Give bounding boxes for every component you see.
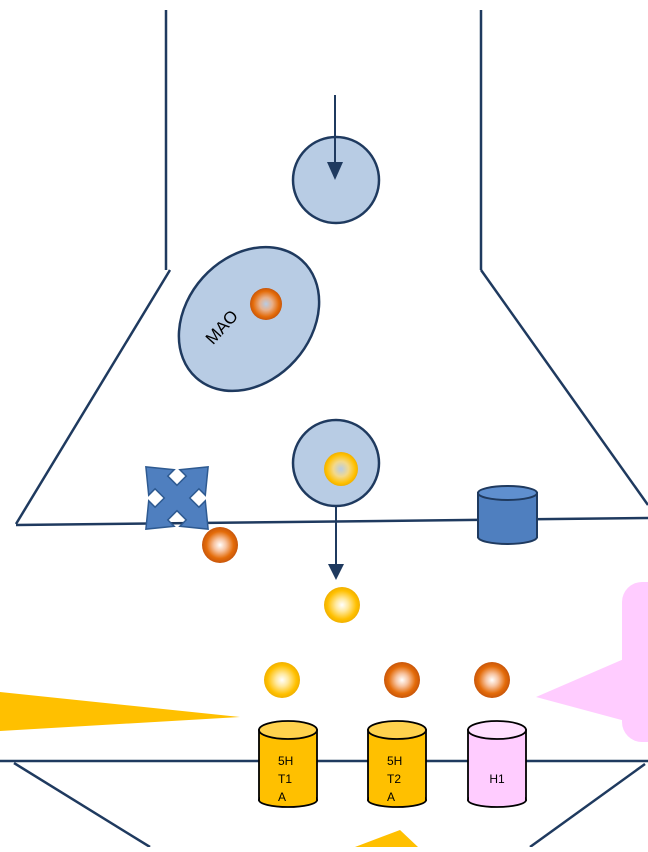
- receptor-5ht2a-label-line1: 5H: [387, 754, 402, 768]
- yellow-callout-wedge: [0, 692, 240, 731]
- vesicle-lower: [291, 418, 381, 580]
- receptor-5ht1a-label-line2: T1: [278, 772, 292, 786]
- mao-enzyme: MAO: [177, 245, 321, 393]
- release-arrow-head: [328, 564, 344, 580]
- receptor-5ht1a-label-line3: A: [278, 790, 286, 804]
- receptor-5ht2a-label-line2: T2: [387, 772, 401, 786]
- yellow-callout-bottom: [355, 830, 418, 847]
- molecule-reuptake-orange: [202, 527, 238, 563]
- molecule-orange-bound-5ht2a: [384, 662, 420, 698]
- synthesis-arrow-head: [327, 162, 343, 180]
- pink-callout: [536, 582, 648, 742]
- receptor-5ht2a-label-line3: A: [387, 790, 395, 804]
- receptor-5ht1a-label-line1: 5H: [278, 754, 293, 768]
- presynaptic-membrane: [15, 516, 648, 527]
- molecule-orange-bound-h1: [474, 662, 510, 698]
- molecule-released-yellow: [324, 587, 360, 623]
- reuptake-transporter-icon: [145, 466, 209, 530]
- molecule-in-mao: [250, 288, 282, 320]
- postsynaptic-neuron: [0, 759, 648, 849]
- presynaptic-terminal: [14, 10, 648, 527]
- receptor-5ht1a: 5H T1 A: [258, 720, 318, 808]
- terminal-right-wall: [479, 269, 648, 506]
- molecule-in-vesicle: [324, 452, 358, 486]
- membrane-cylinder-transporter: [477, 485, 538, 545]
- receptor-h1: H1: [467, 720, 527, 808]
- receptor-h1-label: H1: [489, 772, 505, 786]
- receptor-5ht2a: 5H T2 A: [367, 720, 427, 808]
- vesicle-upper: [291, 95, 381, 225]
- postsynaptic-right-wall: [529, 762, 646, 849]
- molecule-yellow-bound-5ht1a: [264, 662, 300, 698]
- terminal-left-wall: [14, 269, 172, 525]
- postsynaptic-left-wall: [13, 761, 151, 849]
